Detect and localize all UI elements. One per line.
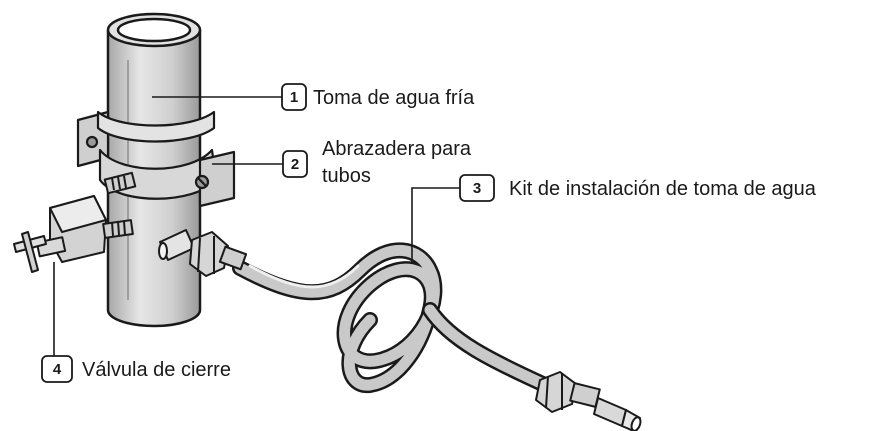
callout-4-badge <box>41 355 73 383</box>
water-tubing-coil <box>232 242 553 394</box>
callout-4-number: 4 <box>53 361 62 378</box>
callout-2-label-line2: tubos <box>322 165 371 187</box>
callout-3-label: Kit de instalación de toma de agua <box>509 178 817 200</box>
callout-1-number: 1 <box>290 89 298 106</box>
callout-4: 4 Válvula de cierre <box>41 355 231 383</box>
callout-1-label: Toma de agua fría <box>313 87 475 109</box>
callout-2-label-line1: Abrazadera para <box>322 138 472 160</box>
saddle-valve <box>13 171 137 273</box>
callout-3-badge <box>459 174 495 202</box>
callout-1: 1 Toma de agua fría <box>281 83 475 111</box>
compression-fitting-end <box>535 371 642 431</box>
callout-4-label: Válvula de cierre <box>82 359 231 381</box>
callout-3-number: 3 <box>473 180 481 197</box>
leader-lines <box>53 96 460 368</box>
callout-2-number: 2 <box>291 156 299 173</box>
callout-2-badge <box>282 150 308 178</box>
inlet-compression-fitting <box>158 229 248 277</box>
callout-2: 2 Abrazadera para tubos <box>282 138 472 187</box>
callout-1-badge <box>281 83 307 111</box>
callout-3: 3 Kit de instalación de toma de agua <box>459 174 817 202</box>
